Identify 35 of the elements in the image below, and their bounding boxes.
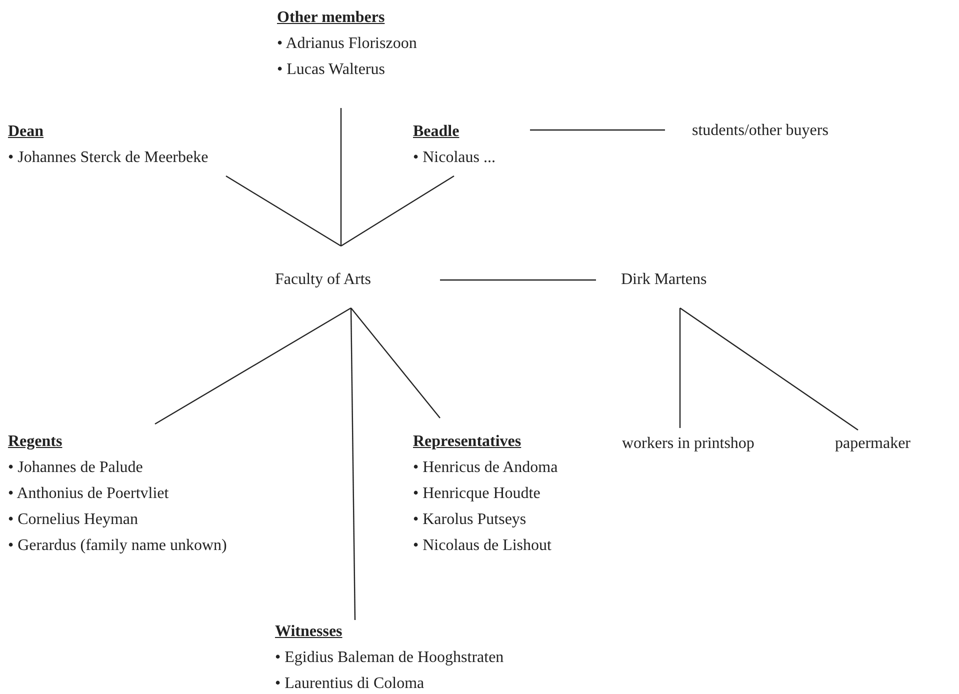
member-name: • Lucas Walterus: [277, 60, 385, 80]
connector-line: [530, 129, 665, 131]
group-heading: Representatives: [413, 432, 522, 452]
member-name: • Johannes Sterck de Meerbeke: [8, 148, 208, 168]
entity-label: Faculty of Arts: [275, 270, 371, 290]
connector-line: [350, 308, 440, 418]
group-heading: Other members: [277, 8, 385, 28]
connector-line: [680, 308, 858, 430]
member-name: • Anthonius de Poertvliet: [8, 484, 169, 504]
entity-label: students/other buyers: [692, 121, 828, 141]
member-name: • Karolus Putseys: [413, 510, 526, 530]
member-name: • Johannes de Palude: [8, 458, 143, 478]
group-heading: Dean: [8, 122, 44, 142]
member-name: • Laurentius di Coloma: [275, 674, 424, 694]
entity-label: papermaker: [835, 434, 911, 454]
group-heading: Witnesses: [275, 622, 342, 642]
connector-line: [226, 175, 342, 247]
group-heading: Beadle: [413, 122, 460, 142]
connector-line: [340, 108, 342, 246]
member-name: • Egidius Baleman de Hooghstraten: [275, 648, 504, 668]
connector-line: [340, 175, 454, 247]
member-name: • Gerardus (family name unkown): [8, 536, 227, 556]
member-name: • Henricque Houdte: [413, 484, 540, 504]
connector-line: [679, 308, 681, 428]
entity-label: workers in printshop: [622, 434, 754, 454]
member-name: • Adrianus Floriszoon: [277, 34, 417, 54]
member-name: • Nicolaus ...: [413, 148, 496, 168]
member-name: • Cornelius Heyman: [8, 510, 138, 530]
connector-line: [154, 307, 352, 425]
group-heading: Regents: [8, 432, 62, 452]
connector-line: [350, 308, 356, 620]
member-name: • Henricus de Andoma: [413, 458, 558, 478]
connector-line: [440, 279, 596, 281]
member-name: • Nicolaus de Lishout: [413, 536, 552, 556]
entity-label: Dirk Martens: [621, 270, 707, 290]
